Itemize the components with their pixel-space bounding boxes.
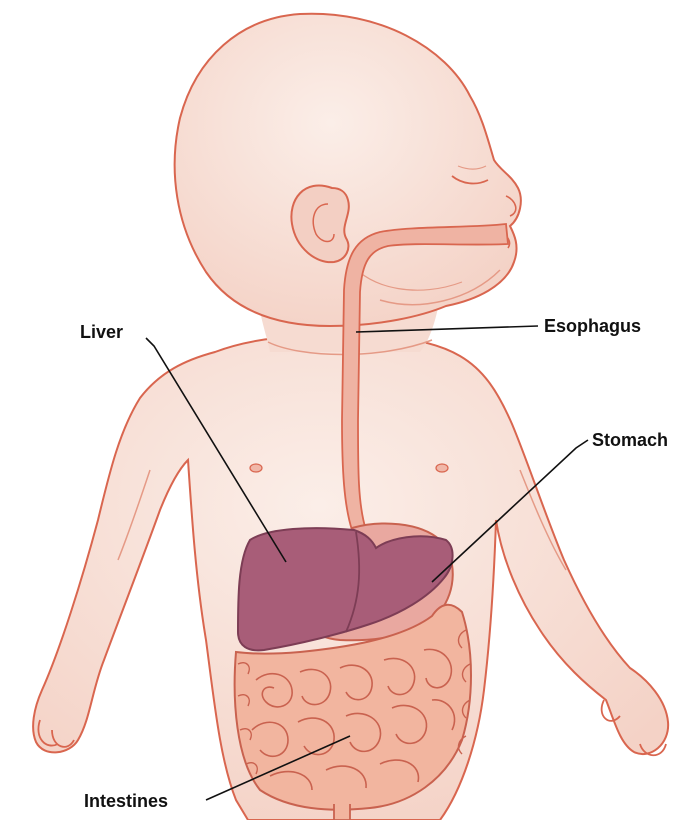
- stomach-label: Stomach: [592, 430, 668, 450]
- intestines-label: Intestines: [84, 791, 168, 811]
- esophagus-label: Esophagus: [544, 316, 641, 336]
- left-nipple: [250, 464, 262, 472]
- right-nipple: [436, 464, 448, 472]
- liver-label: Liver: [80, 322, 123, 342]
